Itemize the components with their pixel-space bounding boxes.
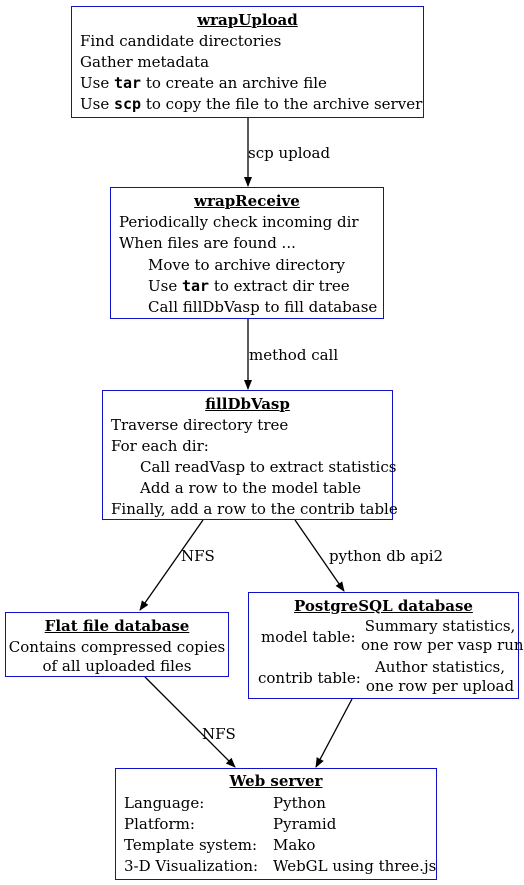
model-table-label: model table: xyxy=(261,628,356,646)
contrib-table-value-2: one row per upload xyxy=(365,677,515,695)
web-server-key-platform: Platform: xyxy=(124,815,195,833)
contrib-table-value-1: Author statistics, xyxy=(374,658,506,676)
node-line: Find candidate directories xyxy=(80,32,282,50)
edge-label-method-call: method call xyxy=(249,346,339,364)
node-line: Add a row to the model table xyxy=(140,479,362,497)
node-title: wrapUpload xyxy=(197,11,298,29)
node-line: Call readVasp to extract statistics xyxy=(140,458,397,476)
web-server-key-language: Language: xyxy=(124,794,205,812)
node-postgresql-database: PostgreSQL database model table: Summary… xyxy=(248,592,524,699)
model-table-value-2: one row per vasp run xyxy=(361,636,524,654)
edge-flat-to-web xyxy=(144,676,236,768)
node-title: Flat file database xyxy=(44,617,190,635)
code-tar: tar xyxy=(181,277,210,295)
edge-postgres-to-web xyxy=(315,698,353,768)
edge-label-python-db-api2: python db api2 xyxy=(329,547,444,565)
node-flat-file-database: Flat file database Contains compressed c… xyxy=(5,612,229,677)
node-line: Call fillDbVasp to fill database xyxy=(148,298,378,316)
node-title: PostgreSQL database xyxy=(294,597,473,615)
web-server-key-visualization: 3-D Visualization: xyxy=(124,857,259,875)
node-line: Move to archive directory xyxy=(148,256,345,274)
node-line: Contains compressed copies xyxy=(8,638,226,656)
node-wrap-upload: wrapUpload Find candidate directories Ga… xyxy=(71,6,424,118)
node-line: When files are found ... xyxy=(119,234,296,252)
node-line: Gather metadata xyxy=(80,53,210,71)
node-wrap-receive: wrapReceive Periodically check incoming … xyxy=(110,187,384,319)
node-line: Periodically check incoming dir xyxy=(119,213,359,231)
node-line: For each dir: xyxy=(111,437,209,455)
node-line: Use scp to copy the file to the archive … xyxy=(80,95,423,113)
node-line: Traverse directory tree xyxy=(111,416,289,434)
node-fill-db-vasp: fillDbVasp Traverse directory tree For e… xyxy=(102,390,398,520)
code-scp: scp xyxy=(113,95,142,113)
node-line: Use tar to create an archive file xyxy=(80,74,327,92)
web-server-value-template: Mako xyxy=(273,836,316,854)
web-server-key-template: Template system: xyxy=(124,836,258,854)
web-server-value-platform: Pyramid xyxy=(273,815,337,833)
edge-label-scp-upload: scp upload xyxy=(248,144,331,162)
node-title: wrapReceive xyxy=(194,192,300,210)
contrib-table-label: contrib table: xyxy=(258,669,361,687)
edge-label-nfs-web: NFS xyxy=(202,725,236,743)
node-line: of all uploaded files xyxy=(42,657,192,675)
web-server-value-language: Python xyxy=(273,794,326,812)
edge-label-nfs-flat: NFS xyxy=(181,547,215,565)
edge-fill-to-postgres xyxy=(294,519,345,592)
node-title: Web server xyxy=(229,772,323,790)
node-web-server: Web server Language: Python Platform: Py… xyxy=(115,768,437,880)
code-tar: tar xyxy=(113,74,142,92)
node-line: Finally, add a row to the contrib table xyxy=(111,500,398,518)
node-line: Use tar to extract dir tree xyxy=(148,277,350,295)
web-server-value-visualization: WebGL using three.js xyxy=(273,857,437,875)
edge-fill-to-flat xyxy=(139,519,204,611)
node-title: fillDbVasp xyxy=(205,395,290,413)
model-table-value-1: Summary statistics, xyxy=(364,617,516,635)
